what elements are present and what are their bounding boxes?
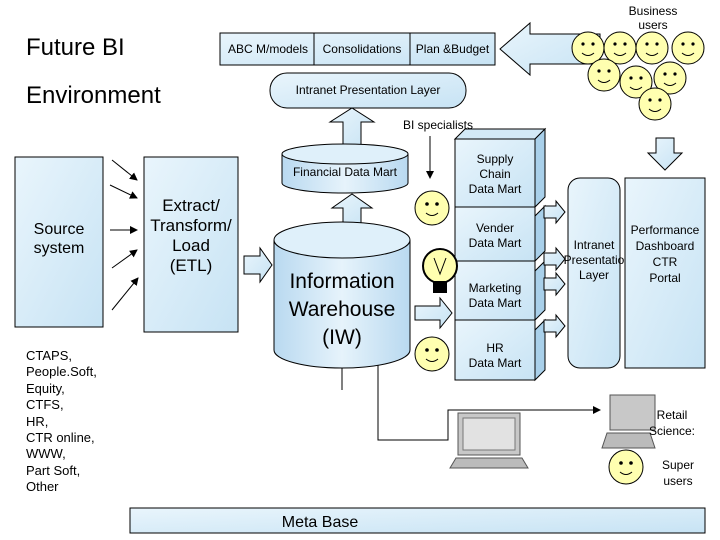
warehouse-to-retail-line (377, 365, 601, 441)
etl-label: Extract/Transform/ Load(ETL) (150, 196, 232, 275)
smiley-icon (414, 31, 705, 485)
source-list-item: Part Soft, (26, 462, 81, 478)
financial-mart-label: Financial Data Mart (292, 165, 398, 179)
meta-base-bar (129, 507, 706, 534)
computer-icon (601, 394, 656, 449)
warehouse-to-marts-arrow (414, 296, 453, 330)
smiley-mouths (425, 52, 695, 475)
warehouse-top (273, 221, 411, 259)
etl-box (143, 156, 239, 333)
meta-base-label: Meta Base (281, 514, 359, 531)
source-list: CTAPS, People.Soft, Equity, CTFS, HR, CT… (26, 348, 97, 496)
source-etl-arrow (111, 159, 138, 181)
consolidations-label: Consolidations (322, 42, 402, 56)
plan-budget-label: Plan &Budget (415, 42, 490, 56)
title-line-2: Environment (26, 82, 161, 109)
smiley-features (425, 42, 695, 465)
users-to-portal-arrow (646, 137, 684, 171)
dashboard-portal-box (624, 177, 706, 369)
title-line-1: Future BI (26, 34, 125, 61)
financial-mart-cylinder (281, 154, 409, 194)
abc-models-label: ABC M/models (227, 42, 309, 56)
etl-to-warehouse-arrow (243, 246, 273, 284)
warehouse-to-mart-arrow (330, 193, 374, 226)
top-bar-box (219, 32, 496, 66)
source-list-item: CTR online, (26, 430, 95, 446)
mart-to-presentation-arrow (328, 107, 376, 149)
source-list-item: People.Soft, (26, 364, 97, 380)
computer-icon (449, 412, 529, 469)
source-list-item: CTAPS, (26, 348, 72, 363)
bi-specialists-label: BI specialists (402, 118, 474, 132)
source-etl-arrow (109, 184, 138, 199)
source-list-item: Other (26, 479, 59, 495)
lightbulb-icon (422, 248, 458, 293)
financial-mart-top (281, 143, 409, 165)
source-list-item: Equity, (26, 380, 65, 396)
source-system-box (14, 156, 104, 328)
source-etl-arrow (111, 277, 139, 311)
presentation-layer-box (269, 72, 467, 109)
mart-to-intranet-arrows (543, 199, 566, 339)
intranet-layer-column (567, 177, 621, 369)
source-etl-arrow (111, 249, 138, 269)
mart-stack (453, 127, 547, 382)
source-list-item: CTFS, (26, 397, 64, 413)
source-list-item: HR, (26, 413, 49, 429)
presentation-layer-label: Intranet Presentation Layer (295, 83, 441, 97)
source-list-item: WWW, (26, 446, 66, 462)
